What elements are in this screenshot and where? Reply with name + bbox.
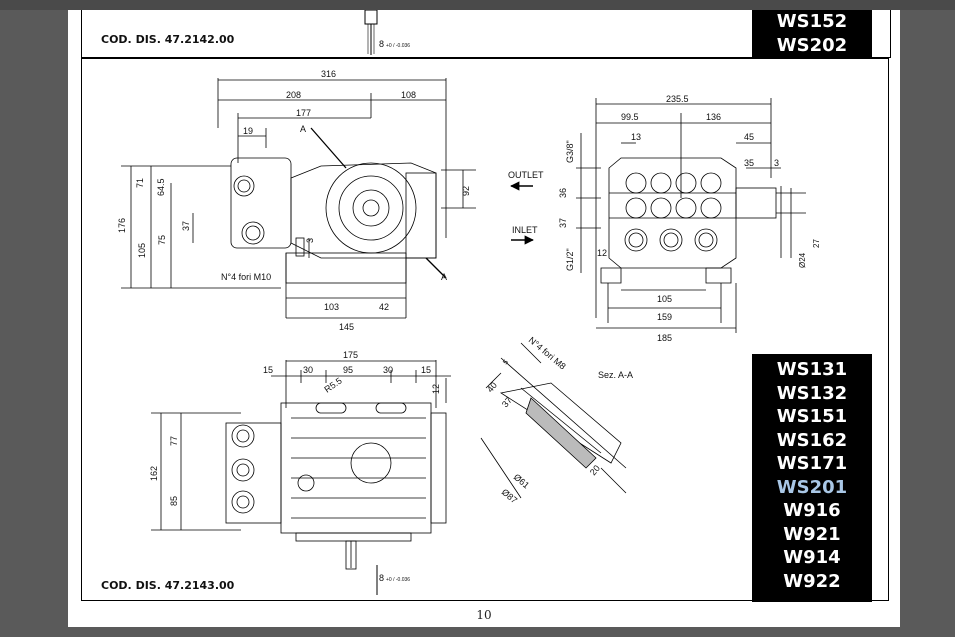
upper-drawing-frame <box>81 10 891 58</box>
model-label: WS162 <box>776 429 848 451</box>
dim-37: 37 <box>181 221 191 231</box>
viewer-top-bar <box>0 0 955 10</box>
bottom-shaft-dim: 8 <box>379 573 384 583</box>
dim-40: 40 <box>485 380 499 394</box>
dim-145: 145 <box>339 322 354 332</box>
dim-3: 3 <box>305 238 315 243</box>
dim-12: 12 <box>597 248 607 258</box>
dim-103: 103 <box>324 302 339 312</box>
drawing-code-top: COD. DIS. 47.2142.00 <box>101 33 235 46</box>
dim-20: 20 <box>588 463 602 477</box>
outlet-label: OUTLET <box>508 170 544 180</box>
inlet-label: INLET <box>512 225 538 235</box>
dim-235-5: 235.5 <box>666 94 689 104</box>
page-number: 10 <box>476 608 492 622</box>
front-view-drawing <box>510 98 806 333</box>
model-label: W921 <box>783 523 841 545</box>
section-view-drawing <box>480 342 627 499</box>
dim-3-front: 3 <box>774 158 779 168</box>
dim-19: 19 <box>243 126 253 136</box>
holes-label-m8: N°4 fori M8 <box>527 335 568 372</box>
drawing-code-bottom: COD. DIS. 47.2143.00 <box>101 579 235 592</box>
holes-label-m10: N°4 fori M10 <box>221 272 271 282</box>
dim-g3-8: G3/8" <box>565 140 575 163</box>
model-label: W916 <box>783 500 841 521</box>
model-label: W922 <box>783 570 841 592</box>
dim-177: 177 <box>296 108 311 118</box>
model-label: WS132 <box>776 382 848 404</box>
dim-35: 35 <box>744 158 754 168</box>
dim-30-right: 30 <box>383 365 393 375</box>
dim-37-section: 37 <box>500 395 514 409</box>
models-box-top: WS152 WS202 <box>752 10 872 57</box>
dim-15-left: 15 <box>263 365 273 375</box>
dim-d24: Ø24 <box>798 252 807 268</box>
dim-185: 185 <box>657 333 672 343</box>
dim-316: 316 <box>321 69 336 79</box>
dim-175: 175 <box>343 350 358 360</box>
dim-162: 162 <box>149 466 159 481</box>
dim-d87: Ø87 <box>500 487 519 506</box>
dim-15-right: 15 <box>421 365 431 375</box>
dim-136: 136 <box>706 112 721 122</box>
section-mark-a: A <box>300 124 306 134</box>
section-mark-a-2: A <box>441 272 447 282</box>
dim-42: 42 <box>379 302 389 312</box>
top-shaft-detail: 8 +0 / -0.036 <box>364 10 410 55</box>
dim-13: 13 <box>631 132 641 142</box>
dim-g1-2: G1/2" <box>565 248 575 271</box>
bottom-shaft-detail: 8 +0 / -0.036 <box>376 565 410 595</box>
dim-36: 36 <box>558 188 568 198</box>
top-view-drawing <box>151 360 451 570</box>
dim-5: 5 <box>502 359 510 367</box>
document-page: COD. DIS. 47.2142.00 8 +0 / -0.036 WS152… <box>68 10 900 627</box>
dim-75: 75 <box>157 235 167 245</box>
dim-85: 85 <box>169 496 179 506</box>
model-label: WS151 <box>776 406 848 427</box>
dim-92: 92 <box>461 186 471 196</box>
model-label: W914 <box>783 547 841 568</box>
dim-105-front: 105 <box>657 294 672 304</box>
dim-99-5: 99.5 <box>621 112 639 122</box>
dim-d61: Ø61 <box>512 472 531 491</box>
dim-45: 45 <box>744 132 754 142</box>
model-label-highlighted: WS201 <box>776 476 848 498</box>
dim-64-5: 64.5 <box>156 178 166 196</box>
main-drawing-frame <box>81 58 889 601</box>
model-label: WS131 <box>776 359 848 380</box>
models-box: WS131 WS132 WS151 WS162 WS171 WS201 W916… <box>752 354 872 602</box>
model-label: WS202 <box>776 34 848 56</box>
dim-95: 95 <box>343 365 353 375</box>
dim-27: 27 <box>812 239 821 248</box>
side-view-drawing <box>121 78 476 319</box>
dim-108: 108 <box>401 90 416 100</box>
top-shaft-tol: +0 / -0.036 <box>386 43 410 49</box>
dim-77: 77 <box>169 436 179 446</box>
section-title: Sez. A-A <box>598 370 633 380</box>
dim-30-left: 30 <box>303 365 313 375</box>
dim-37-front: 37 <box>558 218 568 228</box>
bottom-shaft-tol: +0 / -0.036 <box>386 577 410 583</box>
dim-159: 159 <box>657 312 672 322</box>
model-label: WS171 <box>776 453 848 474</box>
dim-71: 71 <box>135 178 145 188</box>
technical-drawings: 316 208 108 177 19 A 71 64.5 176 37 105 … <box>117 69 821 570</box>
dim-176: 176 <box>117 218 127 233</box>
dim-105: 105 <box>137 243 147 258</box>
dim-12-top: 12 <box>431 384 441 394</box>
top-shaft-dim: 8 <box>379 39 384 49</box>
dim-208: 208 <box>286 90 301 100</box>
model-label: WS152 <box>776 11 848 32</box>
